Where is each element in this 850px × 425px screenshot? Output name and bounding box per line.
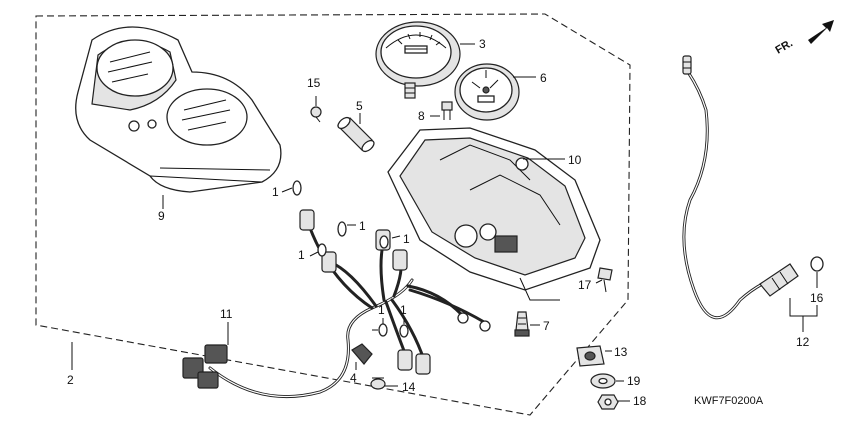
callout-5: 5: [356, 99, 363, 113]
callout-13: 13: [614, 345, 628, 359]
callout-7: 7: [543, 319, 550, 333]
fuel-gauge: [454, 63, 520, 121]
screw-7: [514, 311, 530, 337]
callout-14: 14: [402, 380, 416, 394]
diagram-code: KWF7F0200A: [694, 395, 764, 407]
cushion-13: [576, 345, 605, 367]
grommet-14: [370, 377, 386, 390]
speedometer: [375, 21, 461, 99]
callout-1-b: 1: [359, 219, 366, 233]
callout-9: 9: [158, 209, 165, 223]
callout-8: 8: [418, 109, 425, 123]
screw-15: [310, 106, 322, 123]
meter-case: [387, 127, 601, 301]
callout-1-d: 1: [403, 232, 410, 246]
screw-17: [597, 267, 613, 293]
callout-15: 15: [307, 76, 321, 90]
callout-1-e: 1: [378, 303, 385, 317]
cable-fitting: [337, 116, 375, 153]
wire-harness: [182, 180, 491, 398]
assembly-boundary: [35, 13, 631, 416]
callout-12: 12: [796, 335, 810, 349]
front-direction-label: FR.: [774, 37, 795, 56]
washer-19: [590, 373, 616, 389]
front-direction-arrow-icon: [808, 20, 834, 44]
callout-1-f: 1: [400, 303, 407, 317]
callout-1-a: 1: [272, 185, 279, 199]
speedometer-cable: [682, 55, 799, 320]
callout-1-c: 1: [298, 248, 305, 262]
callout-4: 4: [350, 371, 357, 385]
screw-8: [441, 101, 453, 120]
callout-2: 2: [67, 373, 74, 387]
o-ring-16: [810, 256, 824, 272]
callout-6: 6: [540, 71, 547, 85]
callout-17: 17: [578, 278, 592, 292]
callout-18: 18: [633, 394, 647, 408]
leader-lines: [71, 43, 818, 402]
meter-visor: [75, 26, 282, 193]
callout-10: 10: [568, 153, 582, 167]
clip-4: [351, 343, 373, 365]
callout-11: 11: [220, 307, 233, 321]
nut-18: [597, 394, 619, 410]
callout-19: 19: [627, 374, 641, 388]
callout-3: 3: [479, 37, 486, 51]
callout-16: 16: [810, 291, 824, 305]
